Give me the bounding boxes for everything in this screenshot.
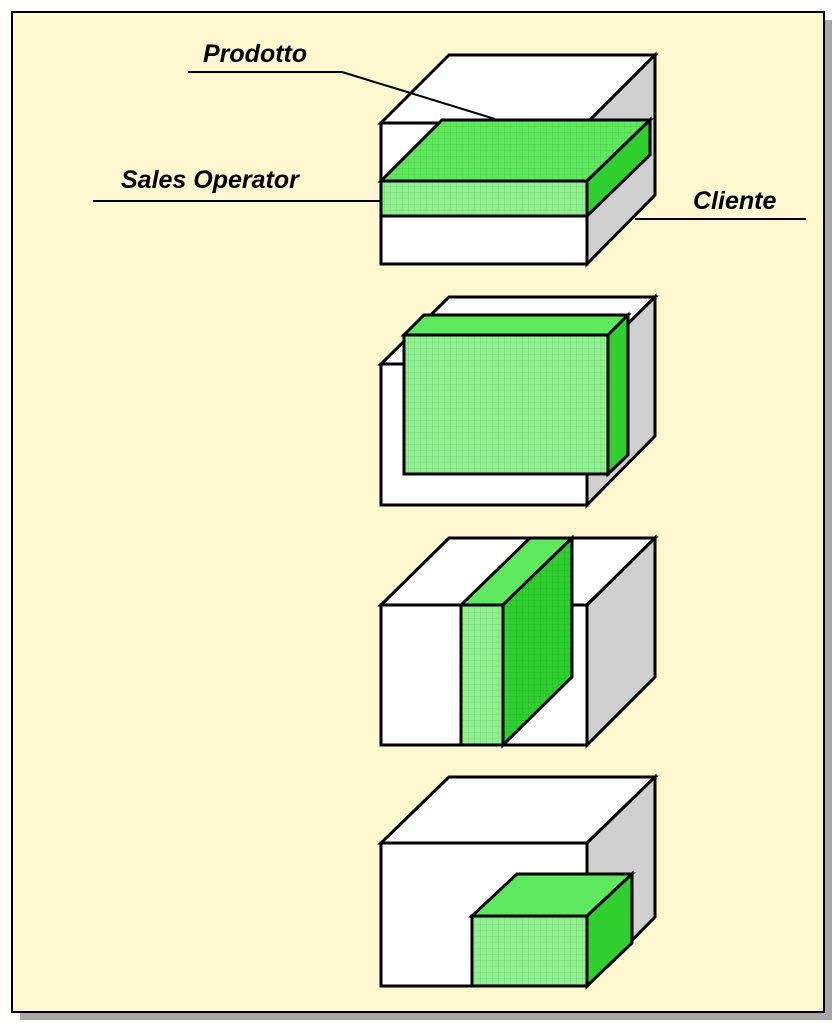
- slice-front-grid: [461, 605, 503, 745]
- cube-corner-subcube: [377, 773, 659, 990]
- cube-subcube: [377, 293, 659, 509]
- slice-side-grid: [503, 538, 572, 745]
- label-sales-operator: Sales Operator: [121, 166, 300, 194]
- product-pointer-line: [341, 71, 496, 120]
- slice-top-grid: [381, 120, 650, 181]
- label-customer: Cliente: [693, 187, 776, 215]
- cube-product-slice: [377, 51, 659, 268]
- subcube-front-grid: [472, 916, 587, 986]
- cube-vertical-slice: [377, 534, 659, 749]
- label-product: Prodotto: [203, 40, 307, 68]
- subcube-front-grid: [404, 335, 608, 474]
- subcube-side-face: [606, 311, 630, 478]
- slice-front-grid: [381, 181, 587, 216]
- subcube-top-face: [400, 313, 632, 337]
